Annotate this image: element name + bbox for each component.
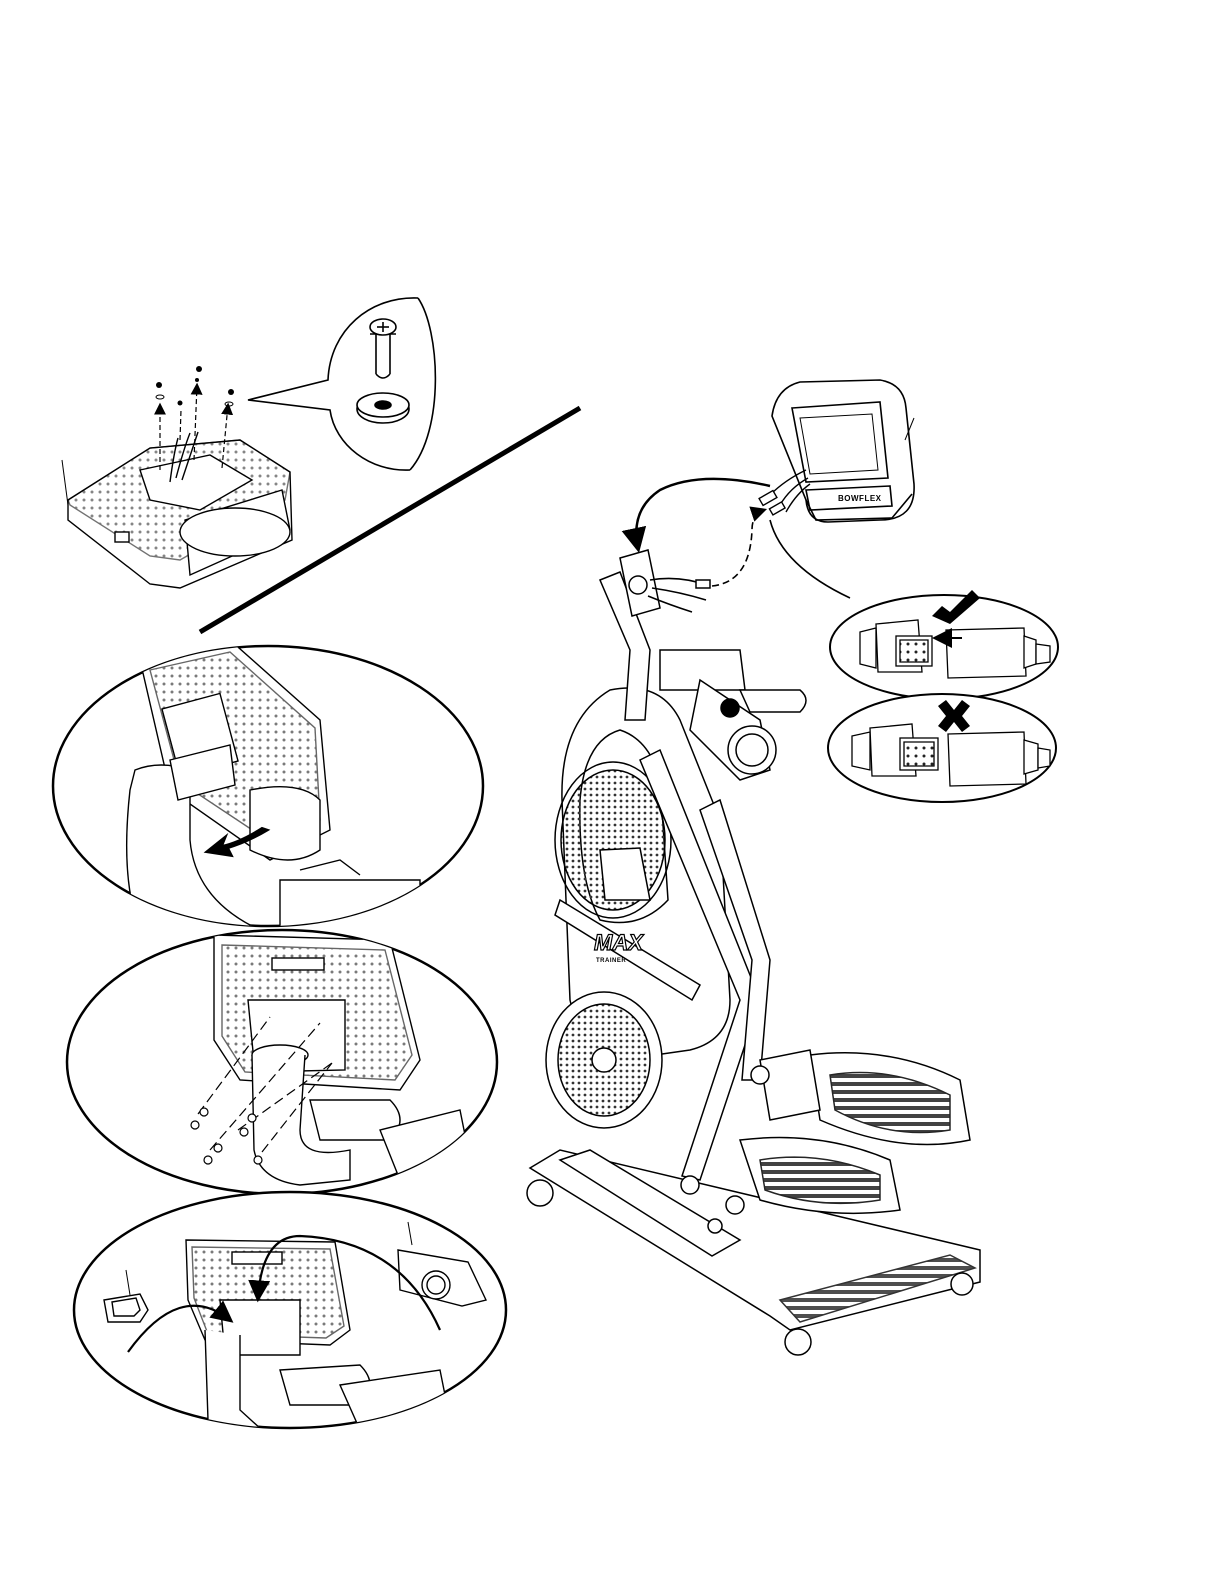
small-screws xyxy=(156,366,234,406)
console-brand-label: BOWFLEX xyxy=(838,494,882,503)
leveling-foot xyxy=(726,1196,744,1214)
connector-callout-leader xyxy=(770,520,850,598)
connector-wrong-bubble xyxy=(828,694,1056,802)
console-to-mount-arrow xyxy=(636,479,770,548)
frame-logo: MAX xyxy=(594,930,644,955)
detail-bubble-2 xyxy=(67,930,497,1194)
leveling-foot xyxy=(951,1273,973,1295)
detail-bubble-1 xyxy=(53,640,483,930)
frame-logo-sub: TRAINER xyxy=(596,958,626,964)
connector-correct-bubble xyxy=(830,590,1058,699)
screw-washer-callout xyxy=(248,298,435,470)
leveling-foot xyxy=(527,1180,553,1206)
detail-bubble-3 xyxy=(74,1192,506,1440)
cable-connect-arrow xyxy=(712,510,764,586)
leveling-foot xyxy=(785,1329,811,1355)
console-underside xyxy=(62,432,292,588)
